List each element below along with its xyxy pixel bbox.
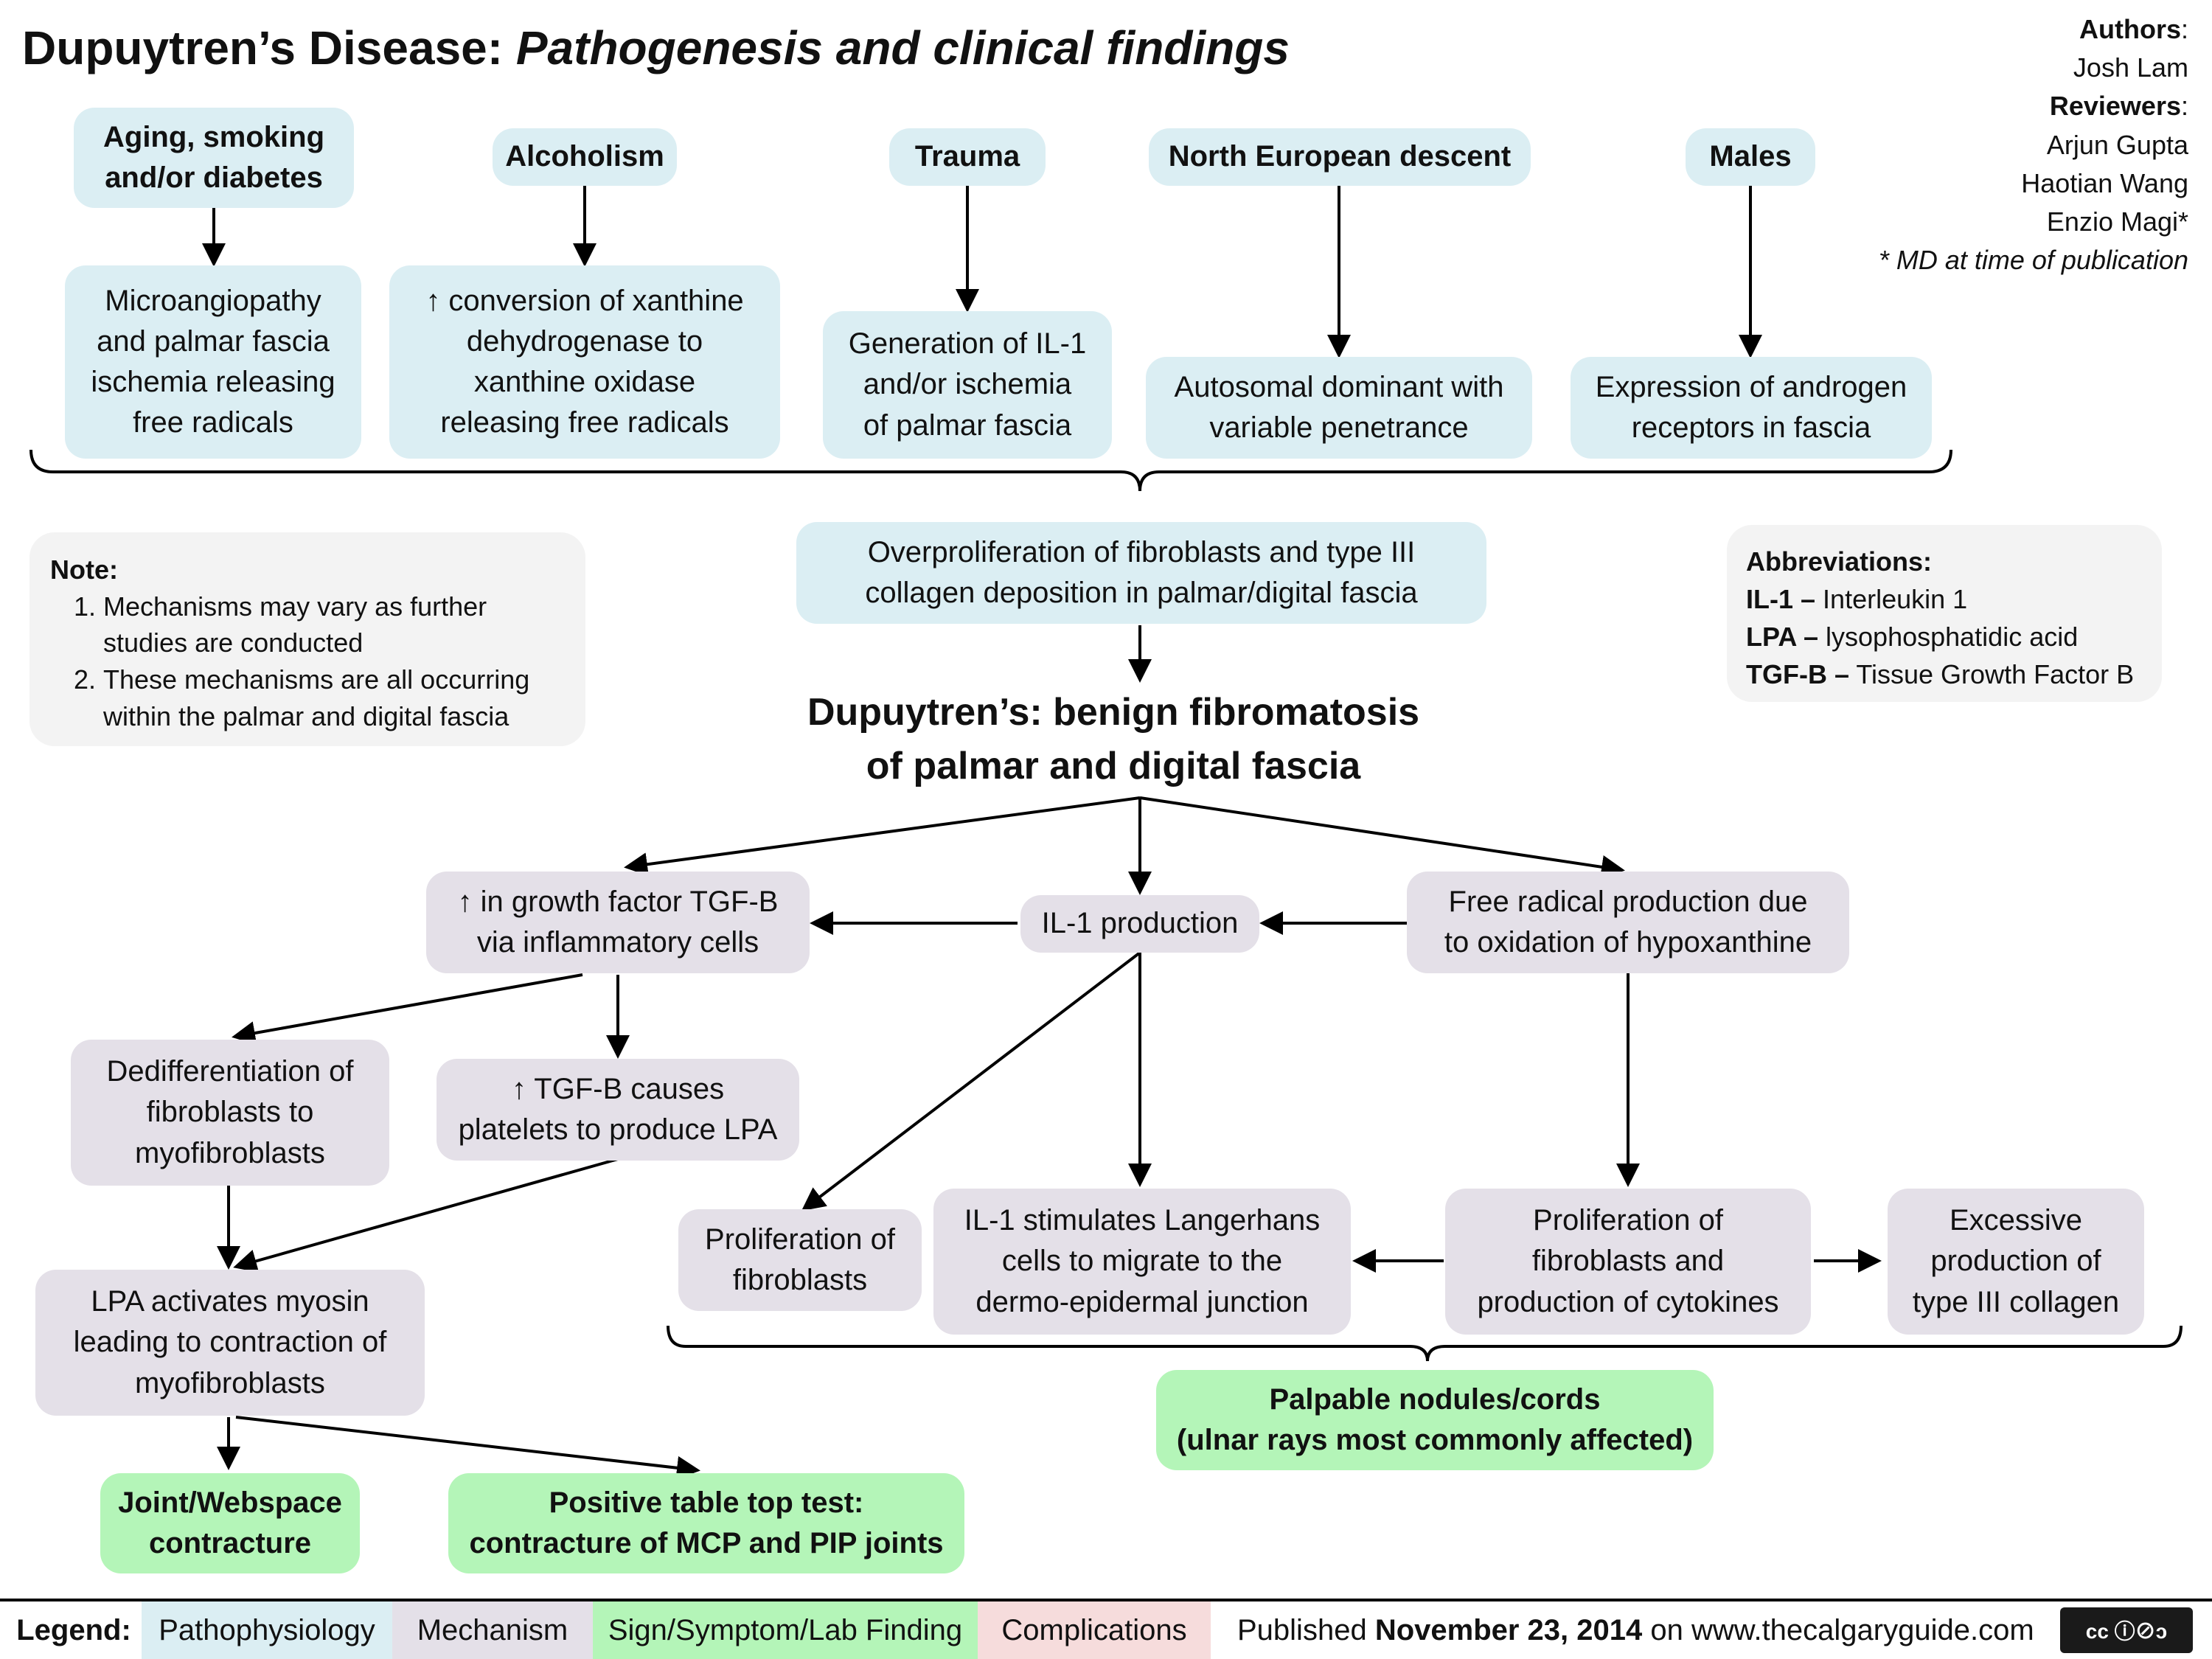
page-title: Dupuytren’s Disease: Pathogenesis and cl… [22,21,1290,75]
title-subtitle: Pathogenesis and clinical findings [515,21,1290,74]
note-item: Mechanisms may vary as further studies a… [103,588,565,661]
legend-bar: Legend: Pathophysiology Mechanism Sign/S… [0,1599,2212,1659]
note-title: Note: [50,554,118,585]
abbr-term: LPA – [1746,622,1819,653]
legend-label: Legend: [16,1613,131,1646]
published-date: November 23, 2014 [1374,1613,1643,1646]
proliferation-fibroblasts-box: Proliferation of fibroblasts [678,1209,922,1311]
authors-footnote: * MD at time of publication [1878,245,2188,276]
abbreviations-box: Abbreviations: IL-1 – Interleukin 1 LPA … [1727,525,2162,702]
microangiopathy-box: Microangiopathy and palmar fascia ischem… [65,265,361,459]
abbr-term: IL-1 – [1746,584,1816,615]
il1-generation-box: Generation of IL-1 and/or ischemia of pa… [823,311,1112,459]
abbr-term: TGF-B – [1746,659,1849,690]
xanthine-conversion-box: ↑ conversion of xanthine dehydrogenase t… [389,265,780,459]
cause-north-european-descent: North European descent [1149,128,1531,186]
reviewers-label: Reviewers [2049,91,2181,122]
abbreviation-row: LPA – lysophosphatidic acid [1746,618,2143,655]
il1-production-box: IL-1 production [1020,895,1259,953]
sign-positive-table-top-test: Positive table top test: contracture of … [448,1473,964,1573]
published-suffix: on www.thecalgaryguide.com [1650,1613,2034,1646]
arrow-tgfb-dedifferentiation [232,973,583,1045]
type3-collagen-box: Excessive production of type III collage… [1888,1189,2144,1335]
legend-mechanism: Mechanism [392,1601,593,1659]
sign-joint-webspace-contracture: Joint/Webspace contracture [100,1473,360,1573]
autosomal-dominant-box: Autosomal dominant with variable penetra… [1146,357,1532,459]
abbreviation-row: IL-1 – Interleukin 1 [1746,580,2143,618]
cause-trauma: Trauma [889,128,1046,186]
published-prefix: Published [1237,1613,1367,1646]
sign-palpable-nodules: Palpable nodules/cords (ulnar rays most … [1156,1370,1714,1470]
lpa-myosin-box: LPA activates myosin leading to contract… [35,1270,425,1416]
legend-complications: Complications [978,1601,1211,1659]
reviewer-name: Enzio Magi* [2046,206,2188,237]
dupuytren-definition: Dupuytren’s: benign fibromatosis of palm… [807,691,1420,787]
arrow-dupuytren-freeradical [1139,796,1625,879]
langerhans-migration-box: IL-1 stimulates Langerhans cells to migr… [933,1189,1351,1335]
cause-males: Males [1686,128,1815,186]
legend-sign-symptom: Sign/Symptom/Lab Finding [593,1601,978,1659]
note-item: These mechanisms are all occurring withi… [103,661,565,734]
authors-label: Authors [2079,14,2181,44]
title-main: Dupuytren’s Disease: [22,21,504,74]
overproliferation-box: Overproliferation of fibroblasts and typ… [796,522,1486,624]
reviewer-name: Arjun Gupta [2046,129,2188,160]
tgfb-growth-factor-box: ↑ in growth factor TGF-B via inflammator… [426,872,810,973]
arrow-il1-prolif [801,951,1141,1211]
top-brace [29,449,1952,492]
proliferation-cytokines-box: Proliferation of fibroblasts and product… [1445,1189,1811,1335]
abbreviation-row: TGF-B – Tissue Growth Factor B [1746,655,2143,693]
author-name: Josh Lam [2073,52,2188,83]
bottom-brace [667,1325,2183,1362]
reviewer-name: Haotian Wang [2021,167,2188,198]
arrow-lpa-tabletop [235,1416,700,1480]
abbr-definition: lysophosphatidic acid [1826,622,2079,653]
cause-aging-smoking-diabetes: Aging, smoking and/or diabetes [74,108,354,208]
published-info: Published November 23, 2014 on www.theca… [1237,1601,2034,1659]
authors-block: Authors: Josh Lam Reviewers: Arjun Gupta… [1879,10,2188,279]
tgfb-platelets-lpa-box: ↑ TGF-B causes platelets to produce LPA [437,1059,799,1161]
note-list: Mechanisms may vary as further studies a… [50,588,565,735]
arrow-dupuytren-tgfb [624,796,1141,877]
arrow-platelets-lpa [233,1158,619,1273]
abbreviations-title: Abbreviations: [1746,546,1933,577]
free-radical-production-box: Free radical production due to oxidation… [1407,872,1849,973]
cc-by-nc-sa-icon: cc ⓘ⊘ↄ [2060,1607,2193,1653]
abbr-definition: Tissue Growth Factor B [1856,659,2135,690]
legend-pathophysiology: Pathophysiology [142,1601,392,1659]
note-box: Note: Mechanisms may vary as further stu… [29,532,585,746]
androgen-receptors-box: Expression of androgen receptors in fasc… [1571,357,1932,459]
dedifferentiation-box: Dedifferentiation of fibroblasts to myof… [71,1040,389,1186]
abbr-definition: Interleukin 1 [1823,584,1968,615]
cause-alcoholism: Alcoholism [493,128,677,186]
